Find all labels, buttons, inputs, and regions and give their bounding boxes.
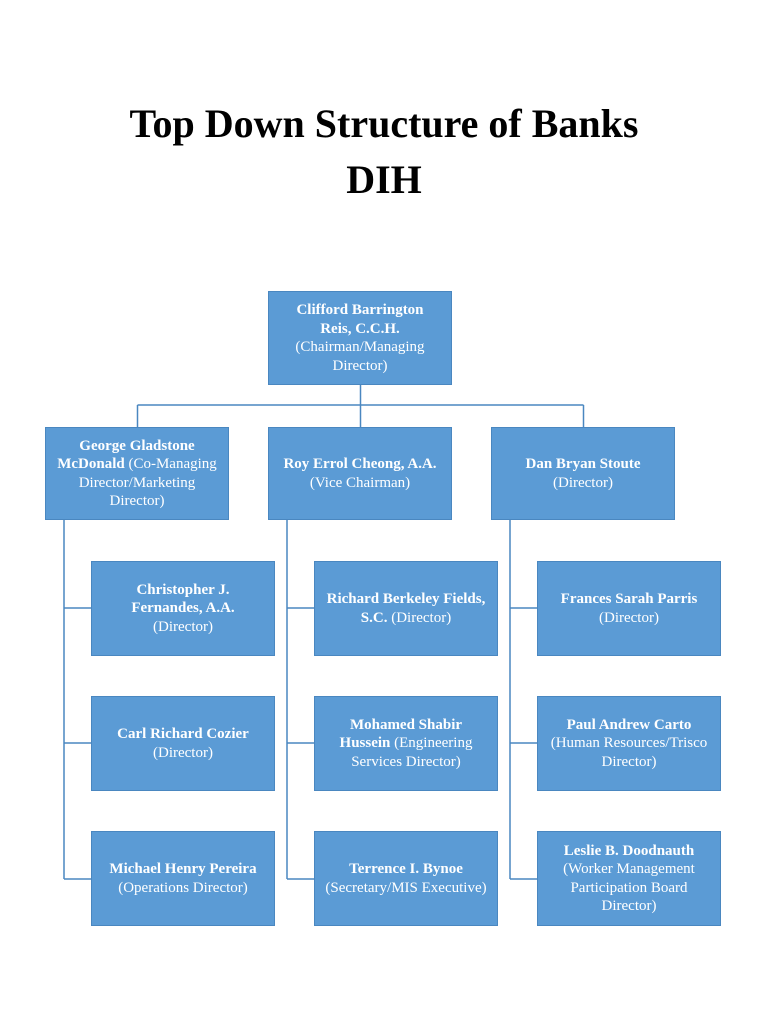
node-role: (Secretary/MIS Executive) [325, 879, 487, 896]
node-name: Dan Bryan Stoute [525, 456, 641, 472]
node-name: Leslie B. Doodnauth [563, 842, 695, 859]
title-line-1: Top Down Structure of Banks [129, 101, 639, 146]
org-node-pereira: Michael Henry Pereira (Operations Direct… [91, 831, 275, 926]
node-name: Clifford Barrington Reis, C.C.H. [296, 302, 424, 337]
org-node-doodnauth: Leslie B. Doodnauth (Worker Management P… [537, 831, 721, 926]
node-role: (Director) [153, 618, 213, 635]
node-role: (Engineering Services Director) [351, 735, 473, 770]
node-role: (Director) [553, 474, 613, 491]
org-node-chairman: Clifford Barrington Reis, C.C.H. (Chairm… [268, 291, 452, 385]
node-name: Christopher J. Fernandes, A.A. [131, 581, 235, 617]
node-role: (Human Resources/Trisco Director) [550, 735, 708, 770]
org-node-director-stoute: Dan Bryan Stoute (Director) [491, 427, 675, 520]
node-name: Paul Andrew Carto [566, 716, 692, 733]
org-node-parris: Frances Sarah Parris (Director) [537, 561, 721, 656]
node-role: (Director) [391, 609, 452, 626]
node-role: (Co-Managing Director/Marketing Director… [78, 456, 217, 509]
page-title: Top Down Structure of Banks DIH [0, 96, 768, 208]
node-role: (Operations Director) [118, 879, 248, 896]
org-node-co-managing-director: George Gladstone McDonald (Co-Managing D… [45, 427, 229, 520]
org-node-fields: Richard Berkeley Fields, S.C. (Director) [314, 561, 498, 656]
node-role: (Chairman/Managing Director) [295, 339, 425, 374]
node-role: (Director) [153, 744, 213, 761]
node-name: George Gladstone McDonald [57, 437, 195, 473]
node-name: Richard Berkeley Fields, S.C. [326, 591, 486, 626]
node-name: Mohamed Shabir Hussein [339, 716, 463, 752]
node-role: (Vice Chairman) [309, 474, 411, 491]
org-node-bynoe: Terrence I. Bynoe (Secretary/MIS Executi… [314, 831, 498, 926]
node-role: (Worker Management Participation Board D… [563, 861, 695, 914]
node-role: (Director) [599, 609, 659, 626]
node-name: Carl Richard Cozier [117, 726, 249, 742]
org-node-carto: Paul Andrew Carto (Human Resources/Trisc… [537, 696, 721, 791]
node-name: Terrence I. Bynoe [349, 861, 463, 877]
node-name: Frances Sarah Parris [560, 591, 698, 607]
org-node-fernandes: Christopher J. Fernandes, A.A. (Director… [91, 561, 275, 656]
node-name: Roy Errol Cheong, A.A. [283, 456, 437, 472]
org-node-hussein: Mohamed Shabir Hussein (Engineering Serv… [314, 696, 498, 791]
node-name: Michael Henry Pereira [109, 861, 257, 877]
org-node-vice-chairman: Roy Errol Cheong, A.A. (Vice Chairman) [268, 427, 452, 520]
title-line-2: DIH [346, 157, 422, 202]
org-node-cozier: Carl Richard Cozier (Director) [91, 696, 275, 791]
